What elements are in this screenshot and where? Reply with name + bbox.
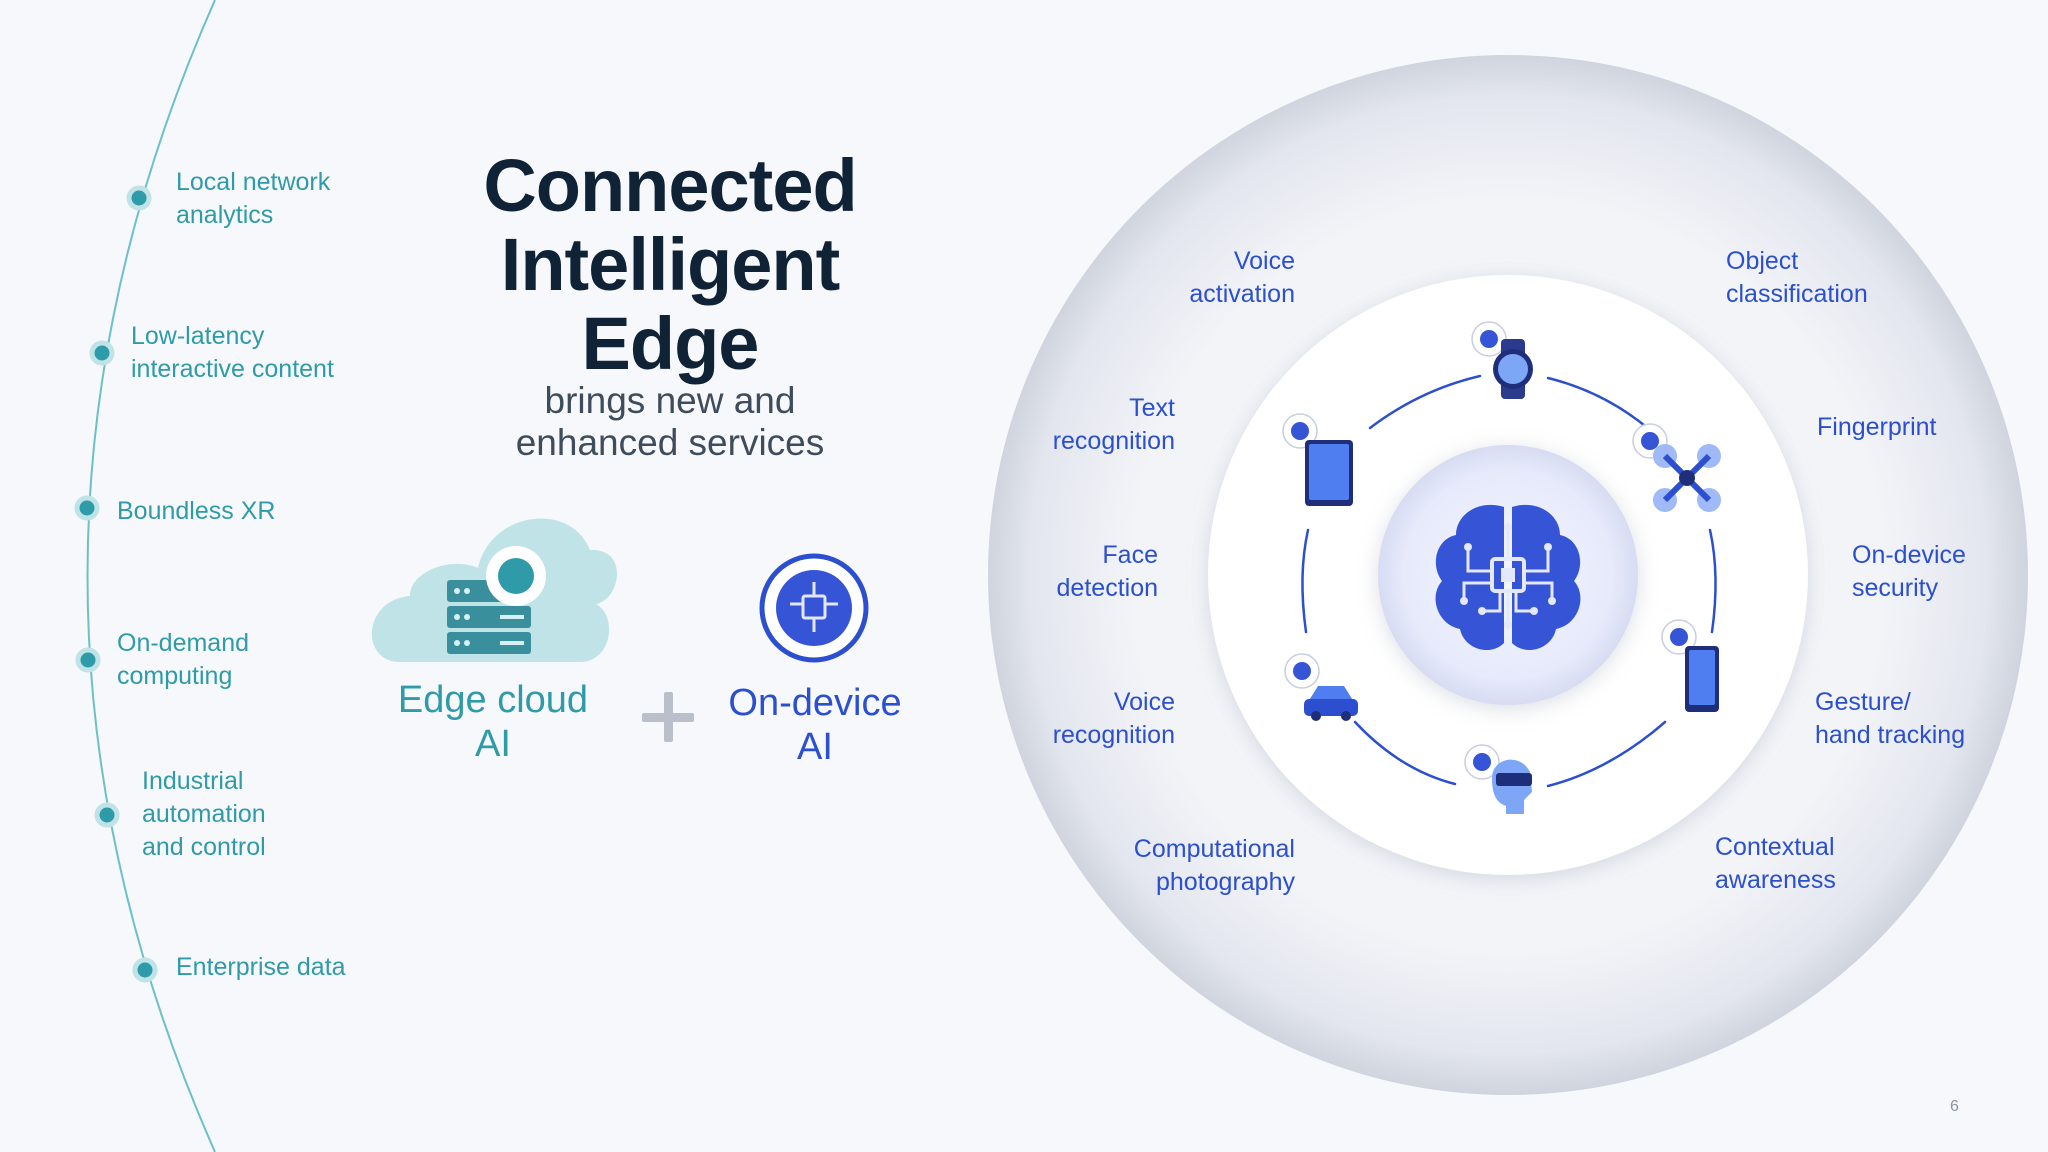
service-label: analytics	[176, 201, 274, 229]
service-label: automation	[142, 800, 266, 828]
service-label: Local network	[176, 168, 331, 196]
service-label: Industrial	[142, 767, 244, 795]
service-industrial-automation: Industrial automation and control	[142, 765, 266, 864]
service-boundless-xr: Boundless XR	[117, 495, 275, 528]
page-title: Connected Intelligent Edge	[483, 144, 857, 385]
orbit-arc	[1353, 720, 1457, 786]
service-label: Boundless XR	[117, 497, 276, 525]
orbit-arc	[1546, 376, 1652, 432]
ring-label-gesture-hand-tracking: Gesture/hand tracking	[1815, 688, 1966, 749]
service-local-network-analytics: Local network analytics	[176, 166, 330, 232]
car-icon	[1304, 686, 1358, 721]
phone-icon	[1685, 646, 1719, 712]
service-label: On-demand	[117, 629, 250, 657]
orbit-arc	[1546, 720, 1667, 788]
service-on-demand-computing: On-demand computing	[117, 627, 249, 693]
smartwatch-icon	[1493, 339, 1533, 399]
service-enterprise-data: Enterprise data	[176, 951, 346, 984]
timeline-dot	[132, 957, 158, 983]
service-label: Enterprise data	[176, 953, 346, 981]
xr-headset-icon	[1492, 759, 1532, 814]
page-subtitle: brings new and enhanced services	[515, 380, 825, 463]
orbit-arc	[1708, 528, 1717, 634]
tablet-icon	[1305, 440, 1353, 506]
brain-icon	[498, 558, 534, 594]
ring-label-fingerprint: Fingerprint	[1817, 413, 1937, 441]
timeline-dot	[126, 185, 152, 211]
brain-chip-icon	[1435, 504, 1581, 651]
orbit-arc	[1301, 528, 1310, 634]
timeline-dot	[74, 495, 100, 521]
service-label: interactive content	[131, 355, 334, 383]
service-label: computing	[117, 662, 233, 690]
service-label: Low-latency	[131, 322, 265, 350]
page-number: 6	[1950, 1098, 1959, 1115]
service-low-latency: Low-latency interactive content	[131, 320, 334, 386]
service-label: and control	[142, 833, 266, 861]
on-device-brain-icon	[759, 553, 869, 663]
timeline-dot	[75, 647, 101, 673]
timeline-dot	[94, 802, 120, 828]
orbit-arc	[1368, 374, 1482, 430]
on-device-ai-label: On-device AI	[728, 682, 902, 768]
edge-cloud-ai-label: Edge cloud AI	[397, 679, 589, 765]
timeline-dot	[89, 340, 115, 366]
plus-icon	[640, 690, 696, 746]
drone-icon	[1653, 444, 1721, 512]
timeline-arc	[86, 0, 216, 1152]
